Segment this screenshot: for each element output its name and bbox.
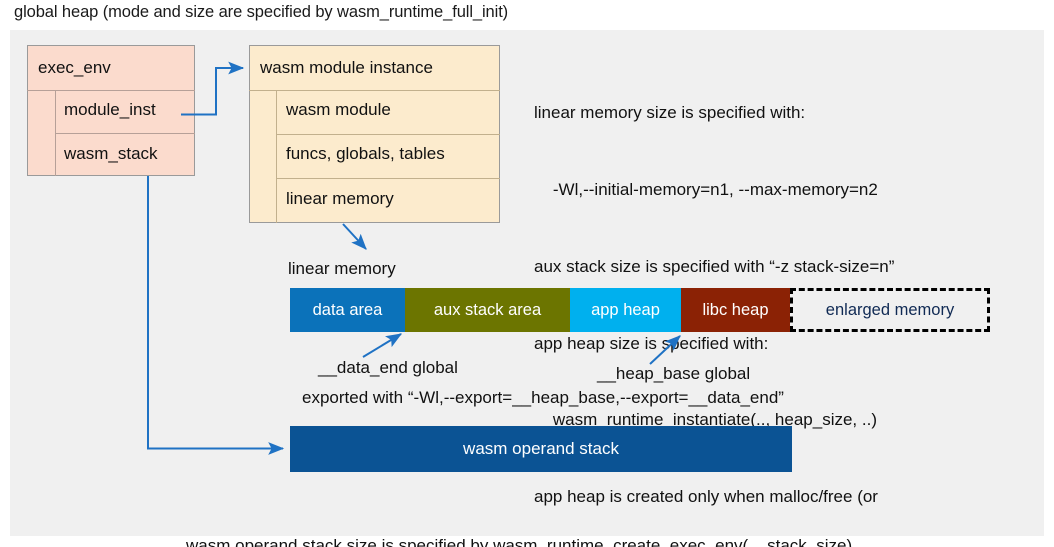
note-line: wasm operand stack size is specified by … <box>186 536 853 547</box>
segment-app-heap: app heap <box>570 288 681 332</box>
annotation-data-end: __data_end global <box>318 358 458 377</box>
segment-label: data area <box>312 300 383 319</box>
wasm-module-instance-label: wasm module instance <box>260 58 433 77</box>
wasm-module-label: wasm module <box>286 100 391 119</box>
linear-memory-bar: data area aux stack area app heap libc h… <box>290 288 990 332</box>
wasm-operand-stack-box: wasm operand stack <box>290 426 792 472</box>
note-line: app heap is created only when malloc/fre… <box>534 487 878 507</box>
note-line: aux stack size is specified with “-z sta… <box>534 256 895 276</box>
linear-memory-row-label: linear memory <box>286 189 394 208</box>
wasm-module-instance-gutter <box>249 91 277 223</box>
funcs-globals-tables-label: funcs, globals, tables <box>286 144 445 163</box>
note-line: linear memory size is specified with: <box>534 103 806 123</box>
module-instance-row-funcs-globals-tables <box>277 135 500 179</box>
note-line: -Wl,--initial-memory=n1, --max-memory=n2 <box>534 179 878 199</box>
segment-data-area: data area <box>290 288 405 332</box>
segment-aux-stack-area: aux stack area <box>405 288 570 332</box>
segment-libc-heap: libc heap <box>681 288 790 332</box>
annotation-heap-base: __heap_base global <box>597 364 751 383</box>
segment-label: libc heap <box>702 300 769 319</box>
wasm-module-instance-header-row <box>249 45 500 91</box>
exec-env-gutter <box>27 91 56 176</box>
exec-env-label: exec_env <box>38 58 111 77</box>
annotation-exported-with: exported with “-Wl,--export=__heap_base,… <box>302 388 784 407</box>
wasm-stack-label: wasm_stack <box>64 144 158 163</box>
exec-env-row-module-inst <box>56 91 195 134</box>
module-instance-row-wasm-module <box>277 91 500 135</box>
segment-enlarged-memory: enlarged memory <box>790 288 990 332</box>
exec-env-header-row <box>27 45 195 91</box>
linear-memory-notes: linear memory size is specified with: -W… <box>534 49 1044 547</box>
linear-memory-caption: linear memory <box>288 259 396 278</box>
note-line: wasm_runtime_instantiate(.., heap_size, … <box>534 410 877 430</box>
operand-stack-note: wasm operand stack size is specified by … <box>186 481 1036 547</box>
segment-label: aux stack area <box>433 300 542 319</box>
segment-label: app heap <box>591 300 660 319</box>
note-line: app heap size is specified with: <box>534 333 769 353</box>
segment-label: enlarged memory <box>825 300 955 319</box>
module-inst-label: module_inst <box>64 100 156 119</box>
page-title: global heap (mode and size are specified… <box>14 3 509 21</box>
wasm-operand-stack-label: wasm operand stack <box>463 439 619 458</box>
